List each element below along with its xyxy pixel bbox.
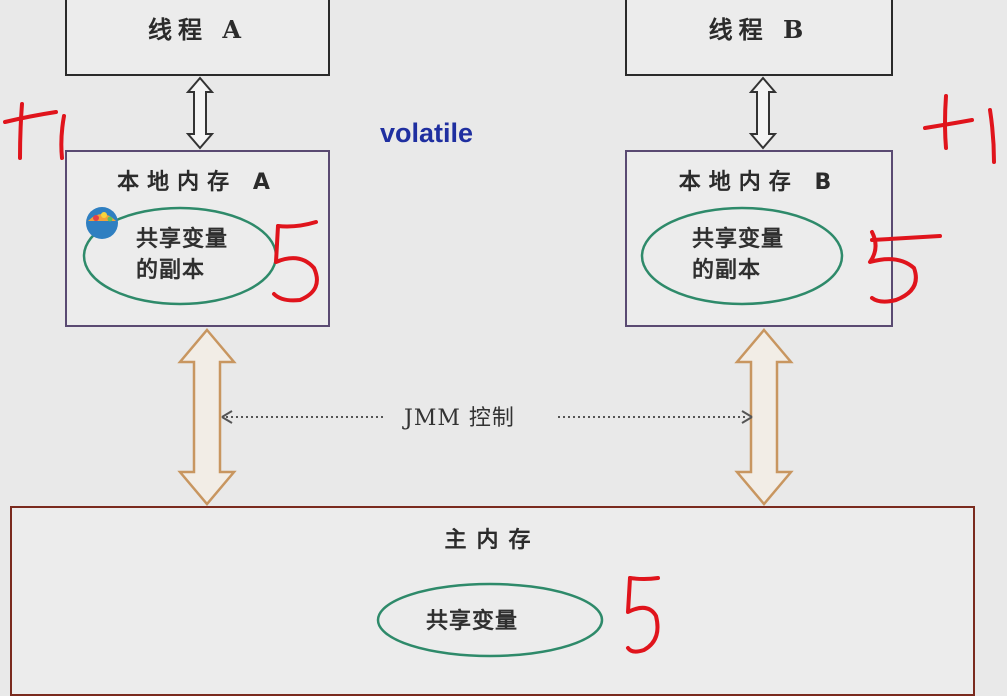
handwritten-five-b	[868, 230, 942, 304]
thread-b-label: 线程 B	[708, 15, 810, 44]
arrow-thread-b-local-b	[748, 76, 778, 150]
volatile-label: volatile	[380, 118, 474, 148]
local-a-copy-line1: 共享变量	[136, 227, 229, 252]
main-memory-box: 主内存	[10, 506, 975, 696]
local-memory-b-box: 本地内存 B	[625, 150, 893, 327]
main-memory-title: 主内存	[444, 528, 541, 553]
thread-b-box: 线程 B	[625, 0, 893, 76]
jmm-arrowhead-right	[741, 410, 753, 424]
thread-a-label: 线程 A	[148, 15, 247, 44]
local-a-copy-text: 共享变量 的副本	[136, 224, 228, 286]
handwritten-five-a	[272, 220, 319, 303]
shared-variable-ellipse	[376, 582, 604, 658]
local-memory-b-title: 本地内存 B	[678, 170, 840, 195]
handwritten-plus-one-left	[3, 102, 66, 160]
arrow-local-b-main	[734, 328, 794, 506]
handwritten-plus-one-right	[923, 94, 996, 164]
local-memory-a-title: 本地内存 A	[117, 170, 278, 195]
local-b-copy-line1: 共享变量	[692, 227, 785, 252]
local-a-copy-line2: 的副本	[136, 258, 206, 283]
arrow-thread-a-local-a	[185, 76, 215, 150]
main-shared-variable-text: 共享变量	[426, 609, 519, 634]
handwritten-five-main	[626, 576, 660, 654]
local-memory-a-box: 本地内存 A	[65, 150, 330, 327]
jmm-arrowhead-left	[221, 410, 233, 424]
local-b-copy-line2: 的副本	[692, 258, 762, 283]
arrow-local-a-main	[177, 328, 237, 506]
thread-a-box: 线程 A	[65, 0, 330, 76]
jmm-control-label: JMM 控制	[400, 400, 519, 432]
copy-ellipse-b	[640, 206, 844, 306]
app-logo-icon	[86, 207, 118, 239]
local-b-copy-text: 共享变量 的副本	[692, 224, 784, 286]
